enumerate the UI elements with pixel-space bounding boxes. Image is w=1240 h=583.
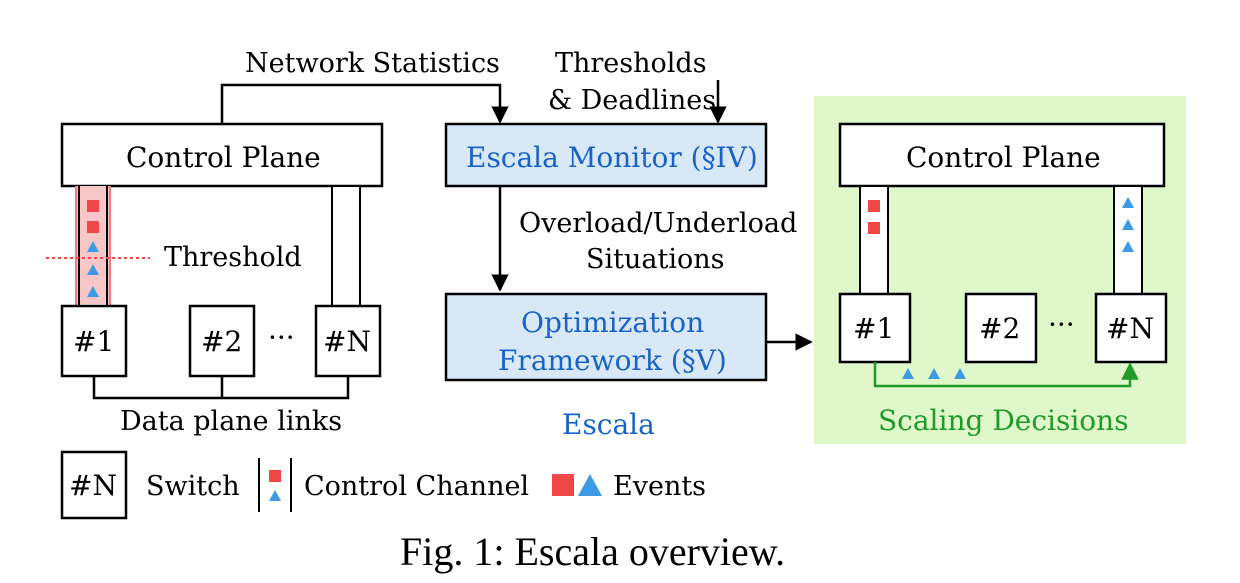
control-plane-box-right [838, 122, 1166, 188]
legend-switch-box-label: #N [69, 469, 117, 502]
network-statistics-label: Network Statistics [245, 48, 500, 79]
overload-label: Overload/Underload [519, 208, 797, 239]
framework-label: Framework (§V) [498, 344, 727, 377]
switch-2-label-right: #2 [979, 312, 1020, 345]
event-square [87, 200, 99, 212]
legend-channel-square [269, 470, 281, 482]
scaling-decisions-label: Scaling Decisions [878, 404, 1129, 437]
escala-monitor-label: Escala Monitor (§IV) [466, 141, 758, 174]
event-triangle [902, 368, 914, 379]
event-triangle [87, 241, 99, 252]
event-square [868, 222, 880, 234]
deadlines-label: & Deadlines [548, 85, 716, 116]
escala-label: Escala [562, 408, 655, 441]
switch-1-right [838, 292, 912, 364]
legend-switch-box [60, 450, 128, 520]
legend-switch-label: Switch [146, 471, 240, 502]
switch-n-right [1094, 292, 1168, 364]
control-plane-label-left: Control Plane [126, 141, 321, 174]
ellipsis-right: ··· [1048, 308, 1075, 341]
thresholds-label: Thresholds [555, 48, 707, 79]
control-plane-label-right: Control Plane [906, 141, 1101, 174]
threshold-label: Threshold [164, 242, 302, 273]
situations-label: Situations [586, 244, 724, 275]
event-square [868, 200, 880, 212]
escala-monitor-box [444, 122, 768, 188]
event-triangle [87, 264, 99, 275]
event-triangle [954, 368, 966, 379]
switch-n-left [314, 304, 382, 378]
legend-event-triangle [578, 474, 602, 496]
legend-events-label: Events [613, 471, 706, 502]
optimization-framework-box [444, 292, 768, 382]
control-channel-n-left [331, 185, 361, 307]
switch-n-label-right: #N [1106, 312, 1154, 345]
switch-2-left [188, 304, 256, 378]
event-triangle [87, 286, 99, 297]
data-plane-links-label: Data plane links [120, 406, 342, 437]
ellipsis-left: ··· [268, 321, 295, 354]
switch-2-right [964, 292, 1038, 364]
control-plane-box-left [60, 122, 384, 188]
switch-n-label-left: #N [323, 325, 371, 358]
switch-1-label-left: #1 [73, 325, 114, 358]
legend-event-square [552, 474, 574, 496]
legend-control-channel-label: Control Channel [304, 471, 529, 502]
event-triangle [1122, 197, 1134, 208]
network-statistics-arrow [220, 83, 509, 124]
event-triangle [928, 368, 940, 379]
event-triangle [1122, 219, 1134, 230]
optimization-label: Optimization [521, 306, 704, 339]
event-square [87, 221, 99, 233]
switch-2-label-left: #2 [201, 325, 242, 358]
event-triangle [1122, 241, 1134, 252]
legend-channel-triangle [269, 490, 281, 501]
figure-caption: Fig. 1: Escala overview. [400, 529, 785, 574]
migration-arrow [873, 362, 1139, 388]
switch-1-label-right: #1 [853, 312, 894, 345]
